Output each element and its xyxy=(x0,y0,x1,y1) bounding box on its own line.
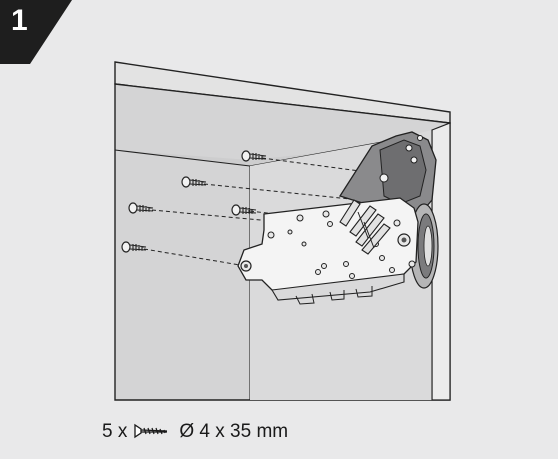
screw-3 xyxy=(128,202,154,214)
screw-spec-caption: 5 x Ø 4 x 35 mm xyxy=(102,418,288,446)
screw-5 xyxy=(121,241,147,253)
mechanism-lower-rail xyxy=(271,273,405,301)
screw-quantity: 5 x xyxy=(102,421,128,442)
step-number: 1 xyxy=(11,4,28,37)
lift-mechanism xyxy=(237,131,439,305)
cabinet-inner-line-1 xyxy=(114,149,251,167)
screw-4 xyxy=(231,204,257,216)
screw-2 xyxy=(181,176,207,188)
screw-spec: Ø 4 x 35 mm xyxy=(179,421,289,442)
screw-1 xyxy=(241,150,267,162)
mechanism-adjustment-slots xyxy=(339,199,391,255)
screw-icon xyxy=(134,423,168,439)
step-badge xyxy=(0,0,72,64)
